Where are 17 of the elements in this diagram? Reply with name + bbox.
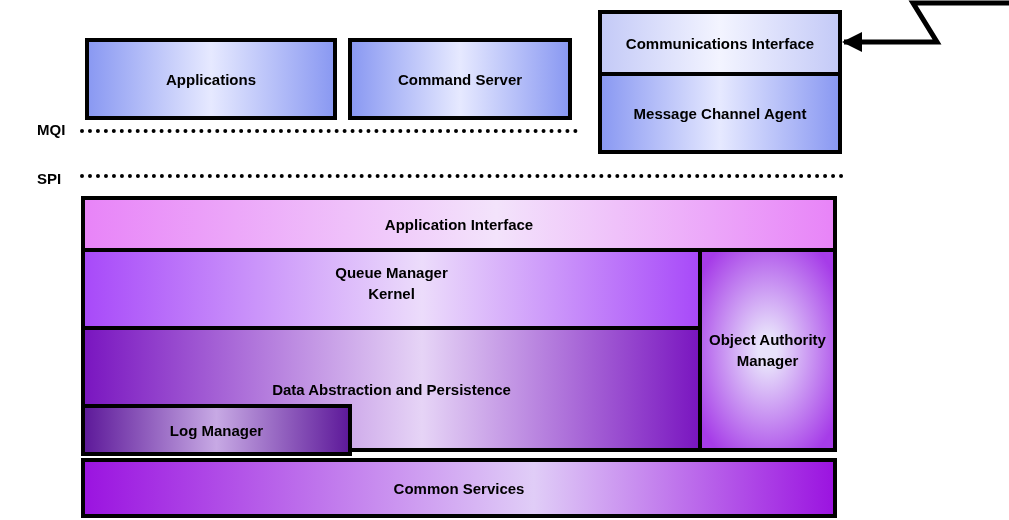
layer-box: [81, 458, 837, 518]
layer-box: [81, 404, 352, 456]
layer-box: [85, 38, 337, 120]
layer-label: Message Channel Agent: [633, 103, 807, 124]
layer-label: Command Server: [397, 69, 523, 90]
layer-box: [348, 38, 572, 120]
layer-label: Data Abstraction and Persistence: [272, 379, 511, 400]
layer-label: Log Manager: [169, 420, 264, 441]
layer-label: Queue Manager Kernel: [334, 263, 449, 304]
lightning-arrow: [842, 0, 1009, 52]
layer-label: Applications: [166, 69, 256, 90]
layer-label: Common Services: [393, 478, 525, 499]
layer-label: Object Authority Manager: [708, 330, 827, 371]
interface-label: MQI: [37, 121, 66, 138]
interface-label: SPI: [37, 170, 62, 187]
layer-label: Communications Interface: [625, 33, 815, 54]
layer-label: Application Interface: [384, 214, 534, 235]
